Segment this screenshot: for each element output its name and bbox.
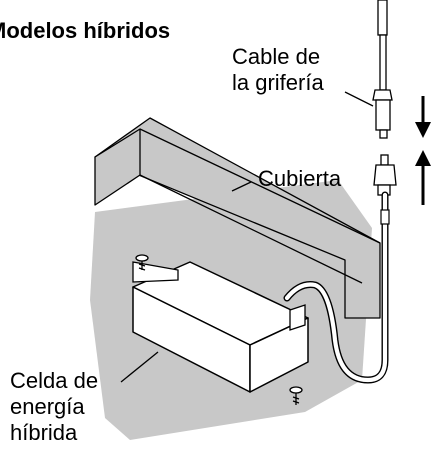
- label-cable-line2: la grifería: [232, 70, 324, 95]
- label-celda-line3: híbrida: [10, 420, 78, 445]
- leader-cable: [344, 91, 374, 107]
- leader-cubierta: [231, 181, 252, 192]
- arrow-up-icon: [415, 150, 431, 205]
- label-cable: Cable de la grifería: [232, 44, 324, 96]
- label-celda: Celda de energía híbrida: [10, 368, 98, 446]
- cell-connector: [373, 154, 397, 196]
- arrow-down-icon: [415, 96, 431, 138]
- screw-top: [135, 254, 149, 271]
- screw-bottom: [289, 386, 303, 405]
- leader-celda: [120, 351, 159, 383]
- label-cable-line1: Cable de: [232, 44, 321, 69]
- energy-cell-box: [132, 261, 309, 393]
- label-cubierta: Cubierta: [258, 166, 342, 191]
- faucet-cable: [372, 0, 393, 139]
- page-title: Modelos híbridos: [0, 18, 171, 43]
- label-celda-line1: Celda de: [10, 368, 99, 393]
- label-celda-line2: energía: [10, 394, 85, 419]
- mounting-brackets: [132, 261, 306, 331]
